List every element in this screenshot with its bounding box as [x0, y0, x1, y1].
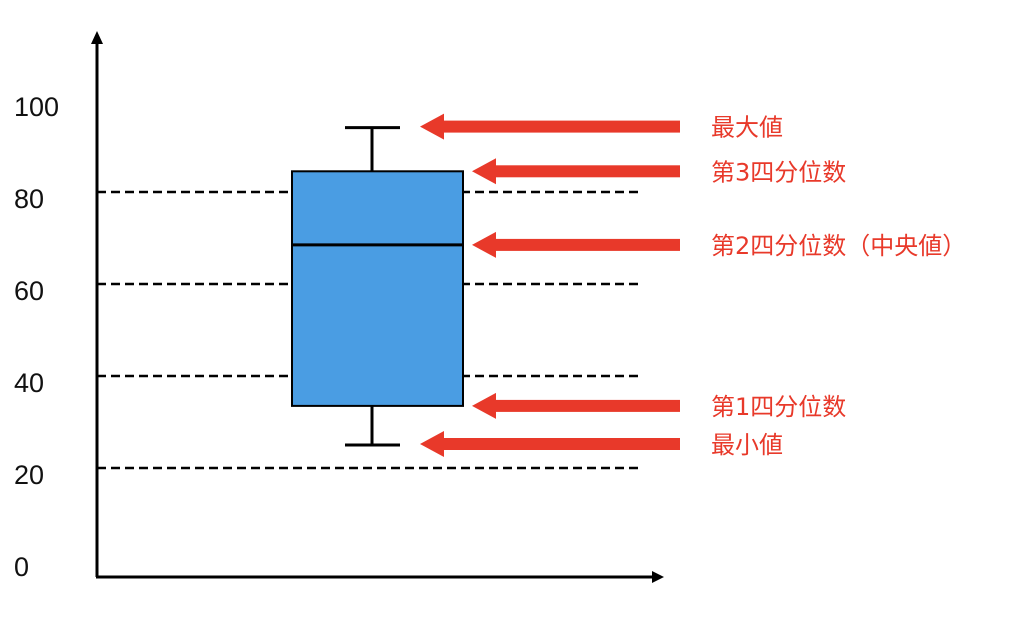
- arrow-head-q3: [472, 158, 496, 185]
- y-tick-label-100: 100: [14, 92, 59, 122]
- y-tick-label-80: 80: [14, 184, 44, 214]
- y-tick-label-60: 60: [14, 276, 44, 306]
- x-axis-arrowhead: [652, 571, 664, 583]
- y-tick-label-0: 0: [14, 552, 29, 582]
- annotation-label-q3: 第3四分位数: [711, 158, 846, 186]
- y-tick-label-20: 20: [14, 460, 44, 490]
- y-axis-arrowhead: [91, 31, 103, 44]
- arrow-head-median: [472, 231, 496, 258]
- box-iqr: [291, 170, 464, 407]
- arrow-head-max: [420, 113, 444, 140]
- annotation-label-max: 最大値: [711, 114, 783, 142]
- arrow-head-q1: [472, 392, 496, 419]
- annotation-label-min: 最小値: [711, 431, 783, 459]
- arrow-shaft-min: [442, 438, 680, 450]
- arrow-shaft-q3: [494, 165, 680, 178]
- y-tick-label-40: 40: [14, 368, 44, 398]
- annotation-label-q1: 第1四分位数: [711, 393, 846, 421]
- arrow-shaft-max: [442, 120, 680, 133]
- arrow-shaft-median: [494, 238, 680, 251]
- arrow-head-min: [420, 431, 444, 457]
- annotation-label-median: 第2四分位数（中央値）: [711, 232, 966, 260]
- arrow-shaft-q1: [494, 399, 680, 412]
